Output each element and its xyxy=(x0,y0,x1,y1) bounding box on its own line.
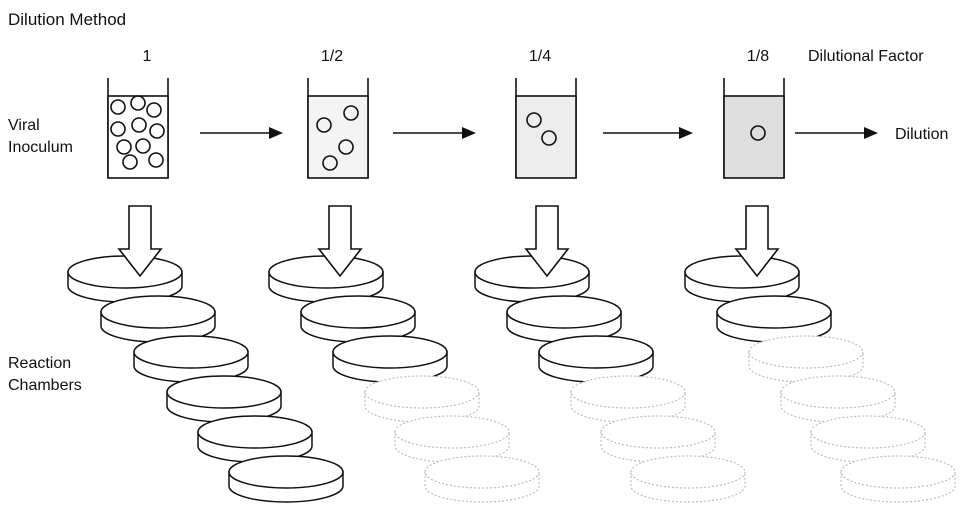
chamber-top xyxy=(394,415,510,449)
beaker-2-liquid xyxy=(307,95,369,179)
virus-particle xyxy=(122,154,138,170)
reaction-chamber-col2-row3 xyxy=(332,335,448,383)
reaction-chamber-col4-row6 xyxy=(840,455,956,503)
chamber-top xyxy=(268,255,384,289)
virus-particle xyxy=(110,99,126,115)
reaction-chamber-col1-row4 xyxy=(166,375,282,423)
reaction-chamber-col3-row3 xyxy=(538,335,654,383)
diagram-title: Dilution Method xyxy=(8,10,127,29)
reaction-chamber-col4-row3 xyxy=(748,335,864,383)
chamber-top xyxy=(100,295,216,329)
inoculate-arrow-4 xyxy=(734,205,780,278)
reaction-chamber-col3-row4 xyxy=(570,375,686,423)
dilution-arrow-head-4 xyxy=(864,127,878,139)
reaction-chamber-col2-row4 xyxy=(364,375,480,423)
reaction-label: Reaction xyxy=(8,355,72,372)
virus-particle xyxy=(149,123,165,139)
dilution-arrow-head-3 xyxy=(679,127,693,139)
reaction-chamber-col4-row5 xyxy=(810,415,926,463)
virus-particle xyxy=(116,139,132,155)
beaker-4-liquid xyxy=(723,95,785,179)
inoculate-arrow-1 xyxy=(117,205,163,278)
reaction-chamber-col1-row6 xyxy=(228,455,344,503)
factor-label-3: 1/4 xyxy=(528,48,552,65)
dilutional-factor-label: Dilutional Factor xyxy=(808,48,924,65)
reaction-chamber-col2-row5 xyxy=(394,415,510,463)
virus-particle xyxy=(110,121,126,137)
virus-particle xyxy=(130,95,146,111)
reaction-chamber-col4-row2 xyxy=(716,295,832,343)
virus-particle xyxy=(526,112,542,128)
chamber-top xyxy=(840,455,956,489)
chamber-top xyxy=(570,375,686,409)
reaction-chamber-col1-row2 xyxy=(100,295,216,343)
reaction-chamber-col4-row4 xyxy=(780,375,896,423)
reaction-chamber-col4-row1 xyxy=(684,255,800,303)
virus-particle xyxy=(343,105,359,121)
virus-particle xyxy=(146,102,162,118)
reaction-chamber-col2-row2 xyxy=(300,295,416,343)
chamber-top xyxy=(716,295,832,329)
chamber-top xyxy=(474,255,590,289)
reaction-chamber-col3-row5 xyxy=(600,415,716,463)
virus-particle xyxy=(316,117,332,133)
virus-particle xyxy=(541,130,557,146)
inoculate-arrow-3 xyxy=(524,205,570,278)
virus-particle xyxy=(750,125,766,141)
chamber-top xyxy=(630,455,746,489)
beaker-3-liquid xyxy=(515,95,577,179)
viral-label: Viral xyxy=(8,117,40,134)
chamber-top xyxy=(197,415,313,449)
chamber-top xyxy=(538,335,654,369)
chamber-top xyxy=(810,415,926,449)
reaction-chamber-col3-row2 xyxy=(506,295,622,343)
chamber-top xyxy=(780,375,896,409)
virus-particle xyxy=(131,117,147,133)
reaction-chamber-col2-row6 xyxy=(424,455,540,503)
chamber-top xyxy=(332,335,448,369)
factor-label-1: 1 xyxy=(142,48,152,65)
chamber-top xyxy=(300,295,416,329)
reaction-chamber-col3-row1 xyxy=(474,255,590,303)
virus-particle xyxy=(322,155,338,171)
factor-label-4: 1/8 xyxy=(746,48,770,65)
reaction-chamber-col1-row3 xyxy=(133,335,249,383)
virus-particle xyxy=(135,138,151,154)
chamber-top xyxy=(67,255,183,289)
chamber-top xyxy=(506,295,622,329)
inoculum-label: Inoculum xyxy=(8,139,73,156)
chambers-label: Chambers xyxy=(8,377,82,394)
inoculate-arrow-2 xyxy=(317,205,363,278)
chamber-top xyxy=(133,335,249,369)
reaction-chamber-col1-row1 xyxy=(67,255,183,303)
factor-label-2: 1/2 xyxy=(320,48,344,65)
chamber-top xyxy=(228,455,344,489)
reaction-chamber-col1-row5 xyxy=(197,415,313,463)
virus-particle xyxy=(338,139,354,155)
reaction-chamber-col2-row1 xyxy=(268,255,384,303)
virus-particle xyxy=(148,152,164,168)
reaction-chamber-col3-row6 xyxy=(630,455,746,503)
chamber-top xyxy=(600,415,716,449)
dilution-label: Dilution xyxy=(895,126,949,143)
chamber-top xyxy=(424,455,540,489)
chamber-top xyxy=(748,335,864,369)
dilution-arrow-head-2 xyxy=(462,127,476,139)
chamber-top xyxy=(364,375,480,409)
chamber-top xyxy=(166,375,282,409)
dilution-arrow-head-1 xyxy=(269,127,283,139)
chamber-top xyxy=(684,255,800,289)
